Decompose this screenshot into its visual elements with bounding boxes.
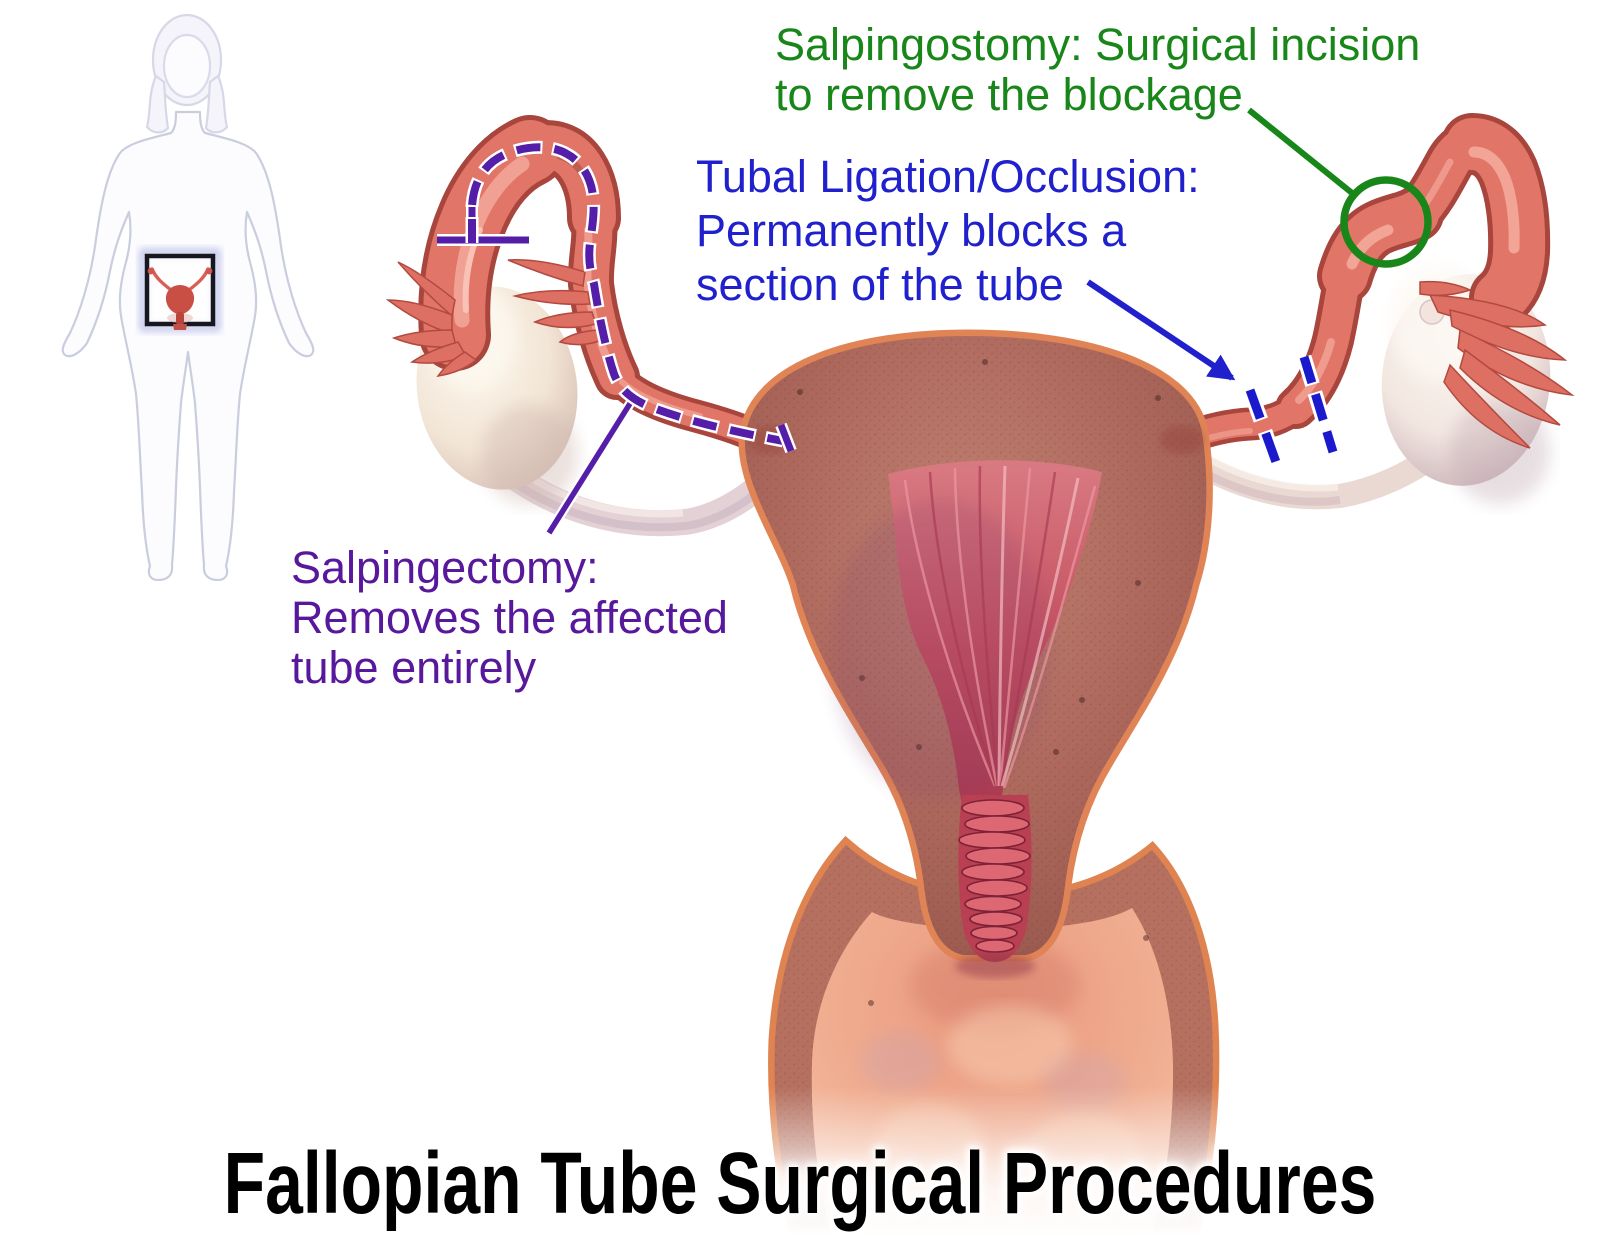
annotation-salpingostomy: Salpingostomy: Surgical incision to remo…: [775, 19, 1421, 120]
tubal-ligation-dash-marks: [1242, 354, 1341, 465]
salpingostomy-leader-line: [1247, 107, 1359, 200]
right-fimbriae: [1419, 280, 1575, 449]
salpingectomy-dashed-outline: [437, 140, 797, 454]
left-fimbriae: [385, 259, 603, 378]
tubal-ligation-markers: [1086, 279, 1341, 465]
page-title: Fallopian Tube Surgical Procedures: [223, 1135, 1377, 1232]
cervical-canal: [955, 795, 1035, 978]
right-ovarian-ligament: [1174, 444, 1442, 510]
salpingectomy-markers: [437, 140, 797, 536]
uterine-cavity: [830, 460, 1102, 802]
female-body-outline-icon: [61, 13, 315, 582]
annotation-tubal-ligation: Tubal Ligation/Occlusion: Permanently bl…: [696, 151, 1200, 310]
salpingostomy-markers: [1247, 107, 1432, 268]
salpingectomy-leader-line: [544, 391, 641, 536]
annotation-salpingectomy: Salpingectomy: Removes the affected tube…: [291, 542, 728, 693]
body-location-inset: [61, 13, 315, 582]
tubal-ligation-arrow: [1086, 279, 1236, 381]
bottom-white-fade: [0, 1086, 1600, 1236]
uterus-mini-icon: [147, 267, 213, 330]
salpingostomy-circle-marker: [1340, 176, 1432, 268]
uterus-cross-section: [738, 329, 1213, 978]
